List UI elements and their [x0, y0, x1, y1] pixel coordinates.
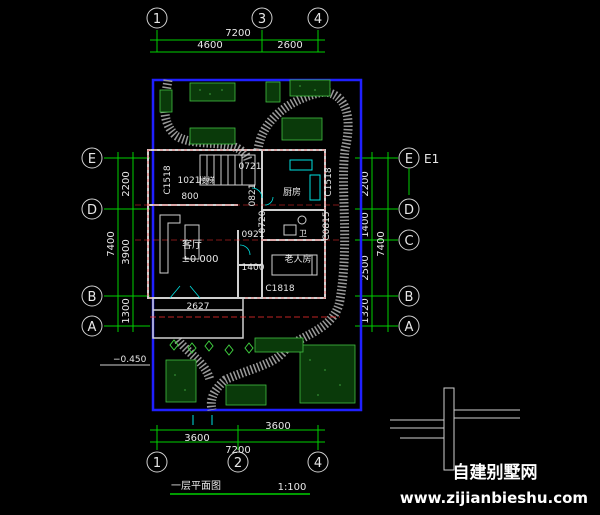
entry-porch — [152, 297, 244, 339]
room-label-elder: 老人房 — [284, 253, 311, 265]
grid-label-1-bottom: 1 — [153, 456, 161, 471]
watermark-cn: 自建别墅网 — [453, 462, 538, 483]
dim-left-1300: 1300 — [121, 298, 132, 323]
watermark-url: www.zijianbieshu.com — [400, 489, 588, 507]
grid-label-4-bottom: 4 — [314, 456, 322, 471]
dim-bottom-left: 3600 — [184, 433, 209, 444]
dim-right-1320: 1320 — [360, 298, 371, 323]
doors — [169, 187, 274, 299]
code-1400: 1400 — [242, 263, 265, 273]
code-c1818: C1818 — [265, 284, 294, 294]
code-0721: 0721 — [239, 162, 262, 172]
drawing-scale: 1:100 — [278, 482, 307, 493]
elevation-living: ±0.000 — [181, 254, 218, 265]
grid-label-e-right: E — [405, 152, 413, 167]
site-boundary — [151, 78, 363, 412]
room-label-stair: 楼梯 — [199, 175, 215, 185]
grid-axis-left — [81, 147, 150, 337]
dim-top-right: 2600 — [277, 40, 302, 51]
code-0921: 0921 — [242, 230, 265, 240]
grid-label-3-top: 3 — [258, 12, 266, 27]
stair-symbol — [199, 154, 256, 186]
code-1021: 1021 — [178, 176, 201, 186]
room-label-bath: 卫 — [299, 229, 307, 238]
grid-label-2-bottom: 2 — [234, 456, 242, 471]
code-0821: 0821 — [248, 184, 258, 207]
building-walls — [147, 149, 326, 299]
dim-top-left: 4600 — [197, 40, 222, 51]
dim-right-7400: 7400 — [376, 231, 387, 256]
dim-bottom-total: 7200 — [225, 445, 250, 456]
entrance-marker — [192, 415, 213, 425]
dim-top-total: 7200 — [225, 28, 250, 39]
drawing-title: 一层平面图 — [171, 480, 221, 492]
dim-left-2200: 2200 — [121, 171, 132, 196]
code-c0815: C0815 — [322, 211, 332, 240]
grid-axis-right — [355, 147, 420, 337]
planting-areas — [159, 79, 356, 406]
grid-label-a-left: A — [88, 320, 97, 335]
ground-texture — [174, 85, 341, 396]
room-label-living: 客厅 — [182, 238, 202, 251]
code-800: 800 — [181, 192, 198, 202]
dim-right-2500: 2500 — [360, 255, 371, 280]
outside-level: −0.450 — [113, 355, 147, 365]
dim-left-3900: 3900 — [121, 239, 132, 264]
dim-right-2200: 2200 — [360, 171, 371, 196]
room-label-kitchen: 厨房 — [283, 186, 301, 198]
grid-label-e1-right: E1 — [424, 152, 439, 166]
dim-right-1400: 1400 — [360, 212, 371, 237]
code-2627: 2627 — [187, 302, 210, 312]
kitchen-fixtures — [289, 159, 321, 201]
bed — [271, 254, 318, 276]
section-detail — [390, 387, 520, 471]
shrubs — [169, 339, 254, 356]
red-axis-outline — [147, 149, 326, 299]
grid-label-d-right: D — [404, 203, 414, 218]
grid-label-e-left: E — [88, 152, 96, 167]
grid-label-c-right: C — [404, 234, 413, 249]
dim-left-7400: 7400 — [106, 231, 117, 256]
grid-axis-top — [146, 7, 329, 53]
code-c1518-right: C1518 — [324, 167, 334, 196]
dim-bottom-right: 3600 — [265, 421, 290, 432]
grid-label-a-right: A — [405, 320, 414, 335]
grid-label-d-left: D — [87, 203, 97, 218]
grid-axis-bottom — [146, 425, 329, 473]
grid-label-b-right: B — [405, 290, 414, 305]
code-0720: 0720 — [258, 210, 268, 233]
sofa — [159, 214, 200, 274]
grid-label-4-top: 4 — [314, 12, 322, 27]
bath-fixtures — [283, 215, 307, 236]
grid-label-b-left: B — [88, 290, 97, 305]
code-c1518-left: C1518 — [163, 165, 173, 194]
grid-label-1-top: 1 — [153, 12, 161, 27]
